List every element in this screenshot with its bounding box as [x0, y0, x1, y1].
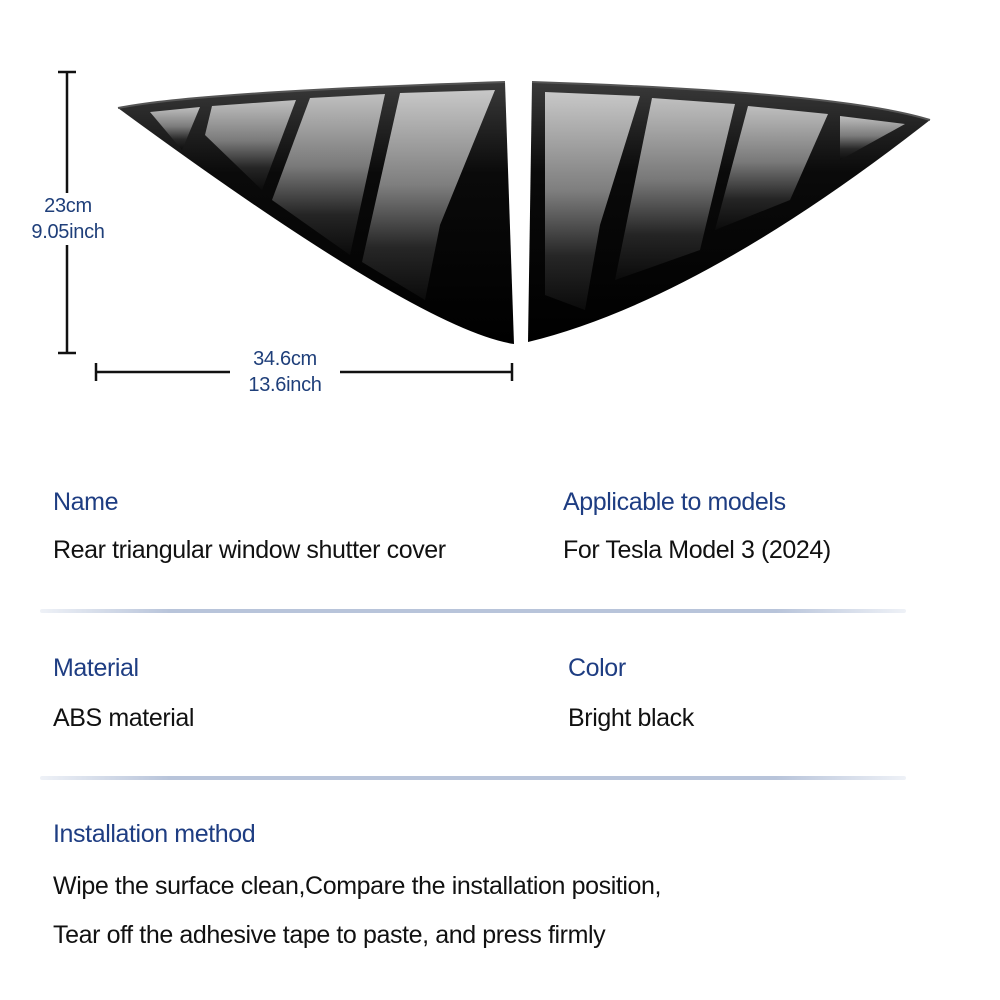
right-shutter-cover — [528, 81, 931, 342]
width-inch: 13.6inch — [248, 374, 322, 396]
color-value: Bright black — [568, 704, 694, 732]
models-label: Applicable to models — [563, 488, 786, 516]
installation-line-2: Tear off the adhesive tape to paste, and… — [53, 921, 606, 949]
installation-line-1: Wipe the surface clean,Compare the insta… — [53, 872, 662, 900]
installation-label: Installation method — [53, 820, 256, 848]
width-dimension-label: 34.6cm 13.6inch — [230, 346, 340, 398]
name-value: Rear triangular window shutter cover — [53, 536, 446, 564]
divider-1 — [40, 609, 906, 613]
material-value: ABS material — [53, 704, 195, 732]
height-inch: 9.05inch — [31, 221, 105, 243]
color-label: Color — [568, 654, 626, 682]
models-value: For Tesla Model 3 (2024) — [563, 536, 831, 564]
name-label: Name — [53, 488, 119, 516]
height-cm: 23cm — [44, 195, 92, 217]
height-dimension-label: 23cm 9.05inch — [18, 193, 118, 245]
material-label: Material — [53, 654, 139, 682]
product-image — [58, 70, 931, 381]
divider-2 — [40, 776, 906, 780]
width-cm: 34.6cm — [253, 348, 317, 370]
left-shutter-cover — [117, 81, 514, 344]
